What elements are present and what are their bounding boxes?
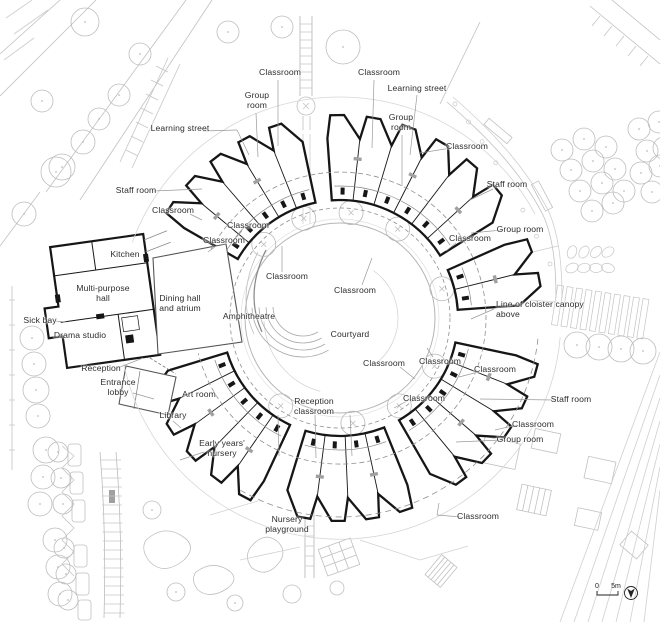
leader-line xyxy=(445,242,457,252)
leader-line xyxy=(361,257,373,286)
leader-line xyxy=(470,229,503,234)
leader-line xyxy=(371,79,375,149)
leader-line xyxy=(172,420,182,429)
scale-5m-label: 5m xyxy=(611,583,621,590)
leader-line xyxy=(232,230,243,242)
canopy-dashed-lines xyxy=(123,96,561,540)
leader-line xyxy=(455,439,503,443)
leader-line xyxy=(179,451,205,461)
site-vegetation xyxy=(11,7,660,622)
leader-line xyxy=(236,129,250,156)
dining-hall-outline xyxy=(152,243,243,355)
leader-line xyxy=(314,414,317,459)
leader-line xyxy=(399,366,416,380)
leader-line xyxy=(202,129,238,132)
leader-line xyxy=(53,320,67,323)
annex-building xyxy=(43,230,243,416)
leader-line xyxy=(132,392,155,400)
leader-lines xyxy=(53,79,556,518)
leader-line xyxy=(426,347,434,358)
leader-line xyxy=(419,147,452,154)
leader-line xyxy=(277,414,280,457)
annex-door-marks xyxy=(54,253,150,344)
leader-line xyxy=(207,245,217,253)
leader-line xyxy=(458,371,479,378)
scale-bar-rule xyxy=(596,591,619,596)
entrance-lobby-outline xyxy=(118,365,177,416)
leader-line xyxy=(470,308,495,320)
leader-line xyxy=(114,357,144,370)
scale-zero-label: 0 xyxy=(595,583,599,590)
annex-outline xyxy=(43,232,162,370)
leader-line xyxy=(469,188,494,201)
leader-line xyxy=(494,424,518,431)
leader-line xyxy=(349,414,353,457)
leader-line xyxy=(152,188,203,192)
north-arrow-icon xyxy=(624,586,638,600)
leader-line xyxy=(436,514,462,518)
scale-bar: 0 5m xyxy=(595,583,621,596)
leader-line xyxy=(393,400,408,409)
leader-line xyxy=(189,213,203,221)
leader-line xyxy=(436,502,440,516)
leader-line xyxy=(409,94,418,156)
leader-line xyxy=(255,112,259,158)
leader-line xyxy=(479,398,556,401)
courtyard-landscape xyxy=(240,200,455,436)
annex-partitions xyxy=(54,241,154,360)
